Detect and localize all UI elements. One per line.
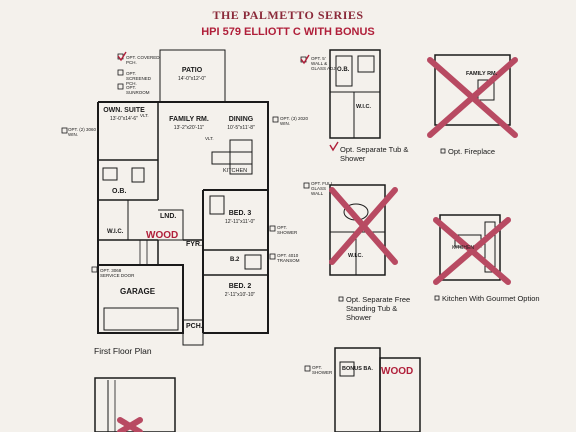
wood-watermark-2: WOOD <box>381 366 414 377</box>
plan-title: HPI 579 ELLIOTT C WITH BONUS <box>201 26 375 38</box>
vault-label-a: VLT. <box>140 113 149 118</box>
opt-screened-porch: OPT. SCREENED PCH. <box>126 71 152 86</box>
opt4-kitchen-label: KITCHEN <box>452 245 474 251</box>
opt2-family-label: FAMILY RM. <box>466 71 498 77</box>
garage-label: GARAGE <box>120 287 156 296</box>
wic-label: W.I.C. <box>107 229 124 235</box>
option-free-standing-tub: Opt. Separate Free Standing Tub & Shower <box>346 295 411 322</box>
bath2-label: B.2 <box>230 257 240 263</box>
opt-transom: OPT. 4010 TRANSOM <box>277 253 300 263</box>
opt3-wic-label: W.I.C. <box>348 253 363 259</box>
option-separate-tub: Opt. Separate Tub & Shower <box>340 145 409 163</box>
ob-label: O.B. <box>112 188 127 195</box>
sep-tub-note: OPT. 5' WALL & GLASS ADJ. <box>311 56 337 71</box>
opt1-wic-label: W.I.C. <box>356 104 371 110</box>
vault-label-b: VLT. <box>205 136 214 141</box>
laundry-label: LND. <box>160 213 177 220</box>
opt-window-right: OPT. (3) 2020 WIN. <box>280 116 309 126</box>
family-room-label: FAMILY RM.13'-2"x20'-11" <box>169 116 209 131</box>
opt-shower: OPT. SHOWER <box>277 225 298 235</box>
porch-label: PCH. <box>186 323 203 330</box>
opt1-ob-label: O.B. <box>337 67 350 73</box>
full-glass-note: OPT. FULL GLASS WALL <box>311 181 334 196</box>
series-title: THE PALMETTO SERIES <box>212 8 364 22</box>
opt-service-door: OPT. 3068 SERVICE DOOR <box>100 268 135 278</box>
x-marks <box>117 57 518 432</box>
opt-sunroom: OPT. SUNROOM <box>126 85 150 95</box>
wood-watermark: WOOD <box>146 230 179 241</box>
first-floor-caption: First Floor Plan <box>94 346 152 356</box>
option-fireplace: Opt. Fireplace <box>448 147 496 156</box>
option-gourmet-kitchen: Kitchen With Gourmet Option <box>442 294 540 303</box>
opt5-shower-note: OPT. SHOWER <box>312 365 333 375</box>
bonus-bath-label: BONUS BA. <box>342 366 373 372</box>
kitchen-label: KITCHEN <box>223 168 248 174</box>
opt-window-left: OPT. (2) 3060 WIN. <box>68 127 97 137</box>
foyer-label: FYR. <box>186 241 202 248</box>
opt-covered-porch: OPT. COVERED PCH. <box>126 55 160 65</box>
